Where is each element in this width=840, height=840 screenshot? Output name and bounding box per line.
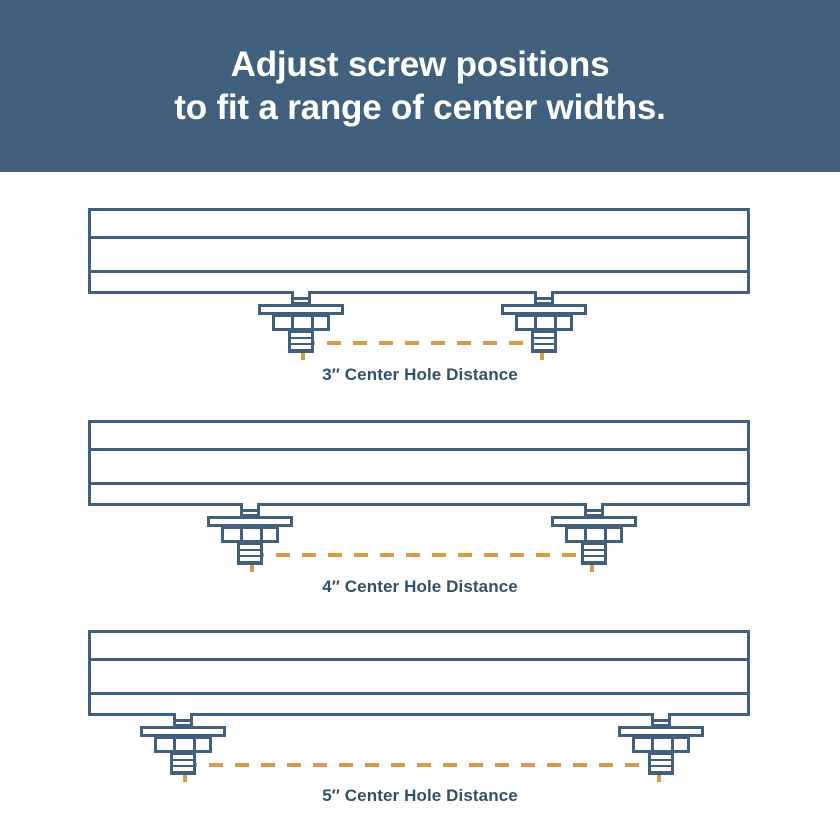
screw-shaft-icon — [237, 542, 263, 565]
screw-thread-line — [291, 343, 311, 345]
screw-thread-line — [534, 349, 554, 351]
mounting-bar — [88, 420, 750, 506]
screw-stem-line — [537, 297, 551, 300]
screw-thread-line — [534, 337, 554, 339]
screw-nut-rib-left — [534, 317, 537, 328]
bar-divider-lower — [91, 270, 747, 273]
screw-stem-icon — [291, 291, 311, 305]
dimension-line — [250, 548, 594, 572]
distance-label: 3″ Center Hole Distance — [322, 365, 518, 384]
screw-stem-line — [654, 719, 668, 722]
screw-thread-line — [240, 555, 260, 557]
screw-thread-line — [173, 765, 193, 767]
screw-nut-rib-right — [311, 317, 314, 328]
screw-thread-line — [173, 771, 193, 773]
screw-right-diagram-4in[interactable] — [551, 503, 637, 565]
screw-thread-line — [534, 343, 554, 345]
dimension-dashes — [183, 763, 661, 767]
distance-label: 4″ Center Hole Distance — [322, 577, 518, 596]
screw-washer-icon — [258, 304, 344, 315]
screw-shaft-icon — [648, 752, 674, 775]
screw-thread-line — [651, 759, 671, 761]
screw-shaft-icon — [531, 330, 557, 353]
screw-right-diagram-3in[interactable] — [501, 291, 587, 353]
bar-divider-upper — [91, 448, 747, 451]
screw-left-diagram-4in[interactable] — [207, 503, 293, 565]
bar-divider-lower — [91, 482, 747, 485]
header-title-line-1: Adjust screw positions — [230, 45, 610, 84]
screw-nut-icon — [565, 526, 623, 543]
screw-stem-icon — [240, 503, 260, 517]
screw-nut-icon — [221, 526, 279, 543]
screw-nut-rib-right — [671, 739, 674, 750]
screw-thread-line — [173, 759, 193, 761]
header-title-line-2: to fit a range of center widths. — [174, 88, 666, 127]
screw-thread-line — [240, 549, 260, 551]
screw-shaft-icon — [581, 542, 607, 565]
screw-nut-rib-right — [554, 317, 557, 328]
screw-shaft-icon — [288, 330, 314, 353]
dimension-dashes — [301, 341, 544, 345]
screw-stem-icon — [173, 713, 193, 727]
screw-stem-line — [176, 719, 190, 722]
screw-thread-line — [291, 337, 311, 339]
distance-label: 5″ Center Hole Distance — [322, 786, 518, 805]
screw-nut-rib-right — [193, 739, 196, 750]
screw-stem-icon — [651, 713, 671, 727]
screw-washer-icon — [551, 516, 637, 527]
screw-nut-rib-right — [604, 529, 607, 540]
screw-nut-rib-left — [651, 739, 654, 750]
screw-thread-line — [651, 771, 671, 773]
screw-right-diagram-5in[interactable] — [618, 713, 704, 775]
screw-washer-icon — [618, 726, 704, 737]
screw-stem-line — [243, 509, 257, 512]
screw-shaft-icon — [170, 752, 196, 775]
screw-washer-icon — [140, 726, 226, 737]
header-banner: Adjust screw positions to fit a range of… — [0, 0, 840, 172]
screw-stem-line — [587, 509, 601, 512]
dimension-line — [183, 758, 661, 782]
screw-thread-line — [240, 561, 260, 563]
screw-nut-rib-left — [584, 529, 587, 540]
screw-nut-rib-left — [240, 529, 243, 540]
mounting-bar — [88, 208, 750, 294]
mounting-bar — [88, 630, 750, 716]
screw-nut-rib-right — [260, 529, 263, 540]
screw-stem-icon — [584, 503, 604, 517]
screw-stem-line — [294, 297, 308, 300]
screw-nut-icon — [632, 736, 690, 753]
screw-nut-icon — [515, 314, 573, 331]
screw-left-diagram-5in[interactable] — [140, 713, 226, 775]
screw-thread-line — [291, 349, 311, 351]
screw-nut-icon — [272, 314, 330, 331]
screw-nut-rib-left — [173, 739, 176, 750]
screw-nut-rib-left — [291, 317, 294, 328]
screw-washer-icon — [501, 304, 587, 315]
screw-thread-line — [651, 765, 671, 767]
dimension-dashes — [250, 553, 594, 557]
screw-thread-line — [584, 555, 604, 557]
screw-nut-icon — [154, 736, 212, 753]
screw-stem-icon — [534, 291, 554, 305]
bar-divider-upper — [91, 236, 747, 239]
screw-thread-line — [584, 549, 604, 551]
screw-washer-icon — [207, 516, 293, 527]
bar-divider-upper — [91, 658, 747, 661]
bar-divider-lower — [91, 692, 747, 695]
screw-thread-line — [584, 561, 604, 563]
screw-left-diagram-3in[interactable] — [258, 291, 344, 353]
